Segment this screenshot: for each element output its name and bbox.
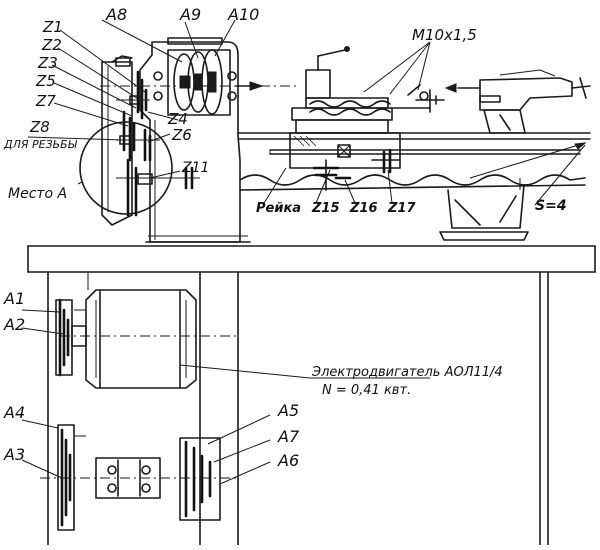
label-z5: Z5 bbox=[35, 72, 56, 90]
label-z17: Z17 bbox=[387, 201, 416, 216]
label-a10: А10 bbox=[227, 5, 259, 24]
labels: Z1 Z2 Z3 Z5 Z7 Z8 ДЛЯ РЕЗЬБЫ Место А Z4 … bbox=[3, 5, 567, 470]
detail-circle-a bbox=[77, 121, 173, 215]
motor bbox=[55, 289, 236, 389]
label-a1: А1 bbox=[3, 289, 25, 308]
label-place-a: Место А bbox=[8, 186, 67, 202]
label-z15: Z15 bbox=[311, 201, 340, 216]
label-a4: А4 bbox=[3, 403, 25, 422]
label-a2: А2 bbox=[3, 315, 25, 334]
tailstock bbox=[444, 69, 591, 134]
label-power: N = 0,41 квт. bbox=[322, 383, 411, 398]
label-z6: Z6 bbox=[171, 126, 192, 144]
carriage bbox=[289, 46, 401, 191]
countershaft bbox=[40, 424, 240, 531]
label-z3: Z3 bbox=[37, 54, 58, 72]
label-z2: Z2 bbox=[41, 36, 62, 54]
label-z1: Z1 bbox=[42, 18, 63, 36]
label-motor: Электродвигатель АОЛ11/4 bbox=[311, 365, 503, 380]
label-a3: А3 bbox=[3, 445, 25, 464]
label-rack: Рейка bbox=[256, 201, 301, 216]
label-z11: Z11 bbox=[181, 160, 209, 176]
label-thread-note: ДЛЯ РЕЗЬБЫ bbox=[3, 138, 78, 151]
label-m10: М10х1,5 bbox=[412, 26, 477, 44]
label-a7: А7 bbox=[277, 427, 300, 446]
feed-pointer bbox=[469, 142, 587, 190]
label-z8: Z8 bbox=[29, 118, 50, 136]
drive-belts bbox=[74, 309, 86, 437]
label-z7: Z7 bbox=[35, 92, 56, 110]
gear-train bbox=[116, 70, 200, 217]
spindle-axis bbox=[100, 81, 300, 91]
leader-lines bbox=[21, 19, 586, 485]
label-z4: Z4 bbox=[167, 110, 188, 128]
label-a9: А9 bbox=[179, 5, 201, 24]
feed-handwheel bbox=[391, 84, 445, 113]
label-s4: S=4 bbox=[535, 198, 567, 214]
label-z16: Z16 bbox=[349, 201, 378, 216]
label-a8: А8 bbox=[105, 5, 127, 24]
bench-table bbox=[27, 245, 596, 546]
spindle-pulley-block bbox=[153, 49, 237, 116]
label-a5: А5 bbox=[277, 401, 299, 420]
label-a6: А6 bbox=[277, 451, 299, 470]
